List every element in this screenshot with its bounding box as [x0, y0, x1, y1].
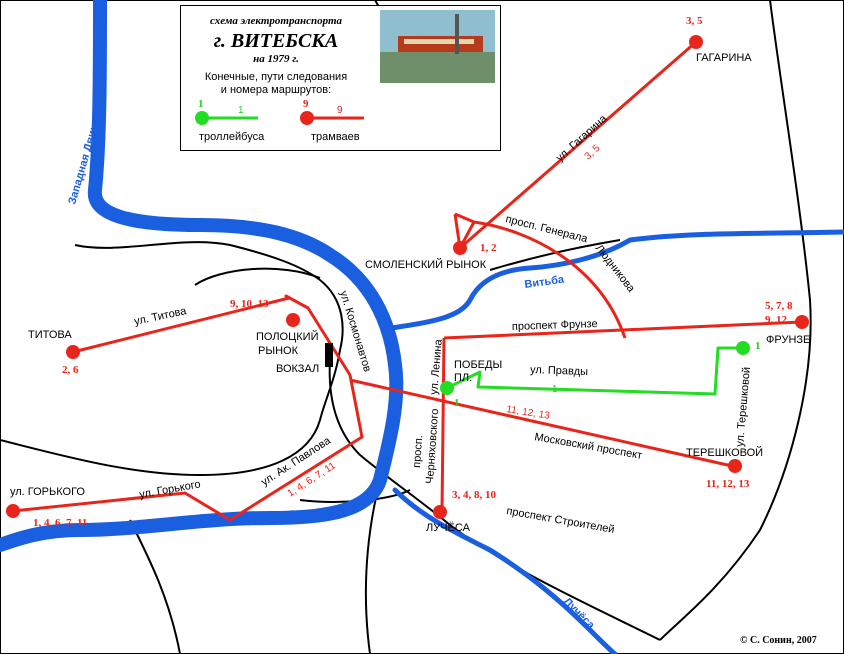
luchesa-routes: 3, 4, 8, 10 — [452, 489, 497, 501]
pobedy-name-2: ПЛ. — [454, 372, 472, 384]
road-east-ring — [659, 0, 812, 641]
tram-lenina — [440, 337, 446, 513]
pobedy-name-1: ПОБЕДЫ — [454, 359, 502, 371]
terminus-frunze-trolley[interactable] — [736, 341, 750, 355]
legend-trolley-num-line: 1 — [238, 105, 244, 116]
tram-titova — [72, 296, 290, 354]
gagarina-routes: 3, 5 — [686, 15, 703, 27]
smolensky-routes: 1, 2 — [480, 242, 497, 254]
terminus-luchesa[interactable] — [433, 505, 447, 519]
legend-tram-label: трамваев — [311, 131, 360, 143]
legend: схема электротранспорта г. ВИТЕБСКА на 1… — [180, 5, 501, 151]
terminus-frunze[interactable] — [795, 315, 809, 329]
road-west-loop — [74, 241, 321, 281]
copyright: © С. Сонин, 2007 — [740, 635, 817, 646]
tram-lyudnikova — [453, 212, 627, 339]
trolley-pravdy — [446, 346, 743, 396]
polotsky-name-1: ПОЛОЦКИЙ — [256, 330, 318, 343]
road-ring — [0, 279, 344, 477]
frunze-routes-2: 9, 12 — [765, 314, 788, 326]
photo-pole — [455, 14, 459, 54]
tereshkovoy-routes: 11, 12, 13 — [706, 478, 750, 490]
street-cherniakhovsky-2: Черняховского — [424, 408, 441, 484]
street-pravdy-route: 1 — [552, 384, 558, 395]
photo-ground — [380, 52, 495, 83]
frunze-name: ФРУНЗЕ — [766, 334, 810, 346]
pobedy-trolley-route: 1 — [454, 397, 460, 409]
titova-routes: 2, 6 — [62, 364, 79, 376]
gorkogo-name: ул. ГОРЬКОГО — [10, 486, 85, 498]
terminus-gorkogo[interactable] — [6, 504, 20, 518]
street-pravdy: ул. Правды — [530, 364, 588, 378]
tram-moskovsky — [349, 378, 733, 468]
photo-tram-windows — [404, 39, 474, 44]
terminus-smolensky[interactable] — [453, 241, 467, 255]
terminus-polotsky[interactable] — [286, 313, 300, 327]
tram-lines — [12, 40, 803, 522]
tram-gagarina — [459, 40, 697, 250]
frunze-trolley-route: 1 — [755, 340, 761, 352]
tereshkovoy-name: ТЕРЕШКОВОЙ — [686, 446, 763, 459]
vokzal-name: ВОКЗАЛ — [276, 363, 319, 375]
legend-desc-2: и номера маршрутов: — [221, 84, 331, 96]
terminus-tereshkovoy[interactable] — [728, 459, 742, 473]
termini — [6, 35, 809, 519]
street-frunze: проспект Фрунзе — [512, 318, 598, 333]
legend-trolley-num-stop: 1 — [198, 98, 204, 110]
frunze-routes-1: 5, 7, 8 — [765, 300, 793, 312]
street-lenina: ул. Ленина — [428, 338, 445, 395]
legend-trolley-label: троллейбуса — [199, 131, 265, 143]
terminus-labels: 3, 5 ГАГАРИНА 1, 2 СМОЛЕНСКИЙ РЫНОК ТИТО… — [10, 15, 810, 534]
river-western-dvina — [0, 0, 404, 552]
terminus-gagarina[interactable] — [689, 35, 703, 49]
tram-kosmonavtov — [12, 294, 364, 522]
polotsky-routes: 9, 10, 13 — [230, 298, 269, 310]
luchesa-name: ЛУЧЁСА — [426, 522, 471, 534]
legend-desc-1: Конечные, пути следования — [205, 71, 347, 83]
legend-tram-num-line: 9 — [337, 105, 343, 116]
legend-line-2: г. ВИТЕБСКА — [214, 30, 339, 52]
titova-name: ТИТОВА — [28, 329, 72, 341]
legend-line-1: схема электротранспорта — [210, 15, 343, 27]
street-cherniakhovsky-1: просп. — [411, 435, 425, 468]
legend-tram-num-stop: 9 — [303, 98, 309, 110]
tram-frunze — [443, 320, 803, 340]
river-label-zap-dvina: Зап. Двина — [261, 507, 322, 523]
polotsky-name-2: РЫНОК — [258, 345, 299, 357]
terminus-pobedy[interactable] — [440, 381, 454, 395]
river-label-vitba: Витьба — [524, 273, 566, 291]
vokzal-marker — [325, 343, 333, 367]
trolleybus-line — [446, 346, 743, 396]
terminus-titova[interactable] — [66, 345, 80, 359]
tram-photo — [380, 10, 495, 83]
river-luchesa — [392, 487, 618, 654]
smolensky-name: СМОЛЕНСКИЙ РЫНОК — [365, 258, 487, 271]
legend-line-3: на 1979 г. — [253, 53, 299, 65]
road-station-down — [328, 359, 661, 641]
road-station-loop — [194, 267, 321, 286]
river-vitba — [389, 229, 844, 331]
gorkogo-routes: 1, 4, 6, 7, 11 — [33, 517, 87, 529]
gagarina-name: ГАГАРИНА — [696, 52, 752, 64]
